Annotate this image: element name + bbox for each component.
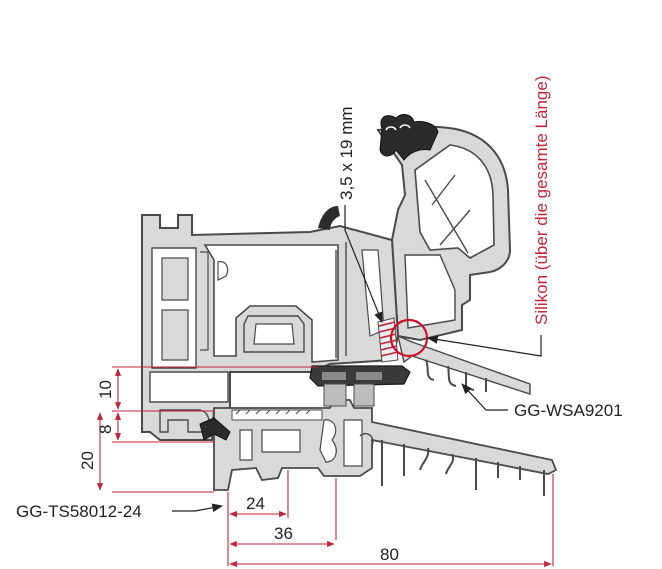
sash-inner-chamber: [414, 144, 495, 259]
dimension-10: 10: [96, 380, 115, 399]
dimension-20: 20: [78, 451, 97, 470]
sash-lower-chamber: [404, 254, 456, 329]
screw-size-label: 3,5 x 19 mm: [337, 106, 356, 200]
profile-ts-label: GG-TS58012-24: [16, 502, 142, 521]
dimension-lines: [96, 366, 554, 568]
dimension-8: 8: [96, 425, 115, 434]
dimension-80: 80: [380, 545, 399, 564]
sash-top-gasket: [379, 114, 439, 161]
wsa-connector-strip: [309, 365, 411, 387]
silicone-note-label: Silikon (über die gesamte Länge): [532, 76, 551, 325]
dimension-36: 36: [274, 524, 293, 543]
profile-wsa-label: GG-WSA9201: [514, 401, 623, 420]
sash-profile: [376, 114, 512, 342]
frame-main-chamber: [203, 244, 339, 363]
dimension-24: 24: [246, 494, 265, 513]
drip-nose: [425, 359, 487, 392]
frame-bottom-chamber: [149, 371, 229, 403]
glazing-bead-clip: [318, 206, 340, 230]
leaders: [172, 205, 542, 513]
sill-slope: [397, 334, 531, 395]
screw: [377, 317, 399, 363]
frame-reinforcement-inner: [253, 323, 295, 345]
spacer-insert: [323, 383, 375, 407]
sash-web-1: [424, 174, 471, 254]
sub-sill-gasket: [199, 417, 231, 441]
sub-sill-profile: [213, 399, 558, 496]
